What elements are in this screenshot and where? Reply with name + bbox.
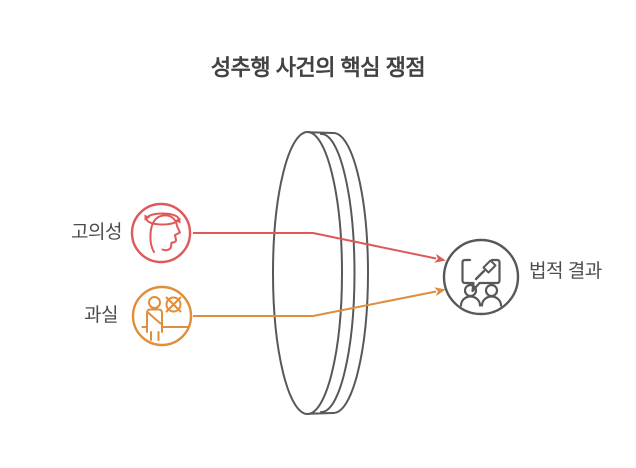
negligence-circle-outline: [131, 285, 193, 347]
spin-arrow-right: [175, 217, 181, 224]
person-head: [148, 296, 161, 309]
prohibit-cross: [165, 296, 182, 313]
lens-inner-rim-arc: [320, 132, 356, 414]
person-left-shoulders: [459, 295, 482, 307]
lens-bottom-edge: [308, 412, 334, 415]
label-legal-outcome: 법적 결과: [529, 261, 602, 282]
person-prohibited-icon: [131, 285, 193, 347]
person-legs: [150, 331, 160, 341]
intent-connector-arrow: [193, 232, 446, 263]
lens-top-edge: [308, 131, 334, 134]
lens-front-ellipse: [272, 131, 343, 415]
label-negligence: 과실: [84, 305, 118, 326]
person-sash: [147, 312, 162, 325]
gavel-handle: [474, 269, 486, 281]
gavel-head: [482, 259, 497, 274]
spin-arrow-left: [144, 214, 150, 221]
person-right-shoulders: [480, 295, 503, 307]
head-profile: [149, 214, 181, 253]
label-intent: 고의성: [71, 222, 122, 243]
prohibit-circle: [165, 296, 182, 313]
person-right-head: [484, 283, 499, 298]
page-title: 성추행 사건의 핵심 쟁점: [210, 55, 426, 80]
intent-circle-outline: [130, 202, 192, 264]
person-body: [146, 308, 163, 333]
spinning-head-icon: [130, 202, 192, 264]
outcome-circle-outline: [442, 238, 520, 316]
gavel-speech-people-icon: [442, 238, 520, 316]
negligence-connector-arrow: [193, 287, 446, 317]
speech-bubble: [461, 258, 501, 293]
lens-back-rim-arc: [332, 131, 370, 415]
lens-icon: [272, 131, 370, 415]
